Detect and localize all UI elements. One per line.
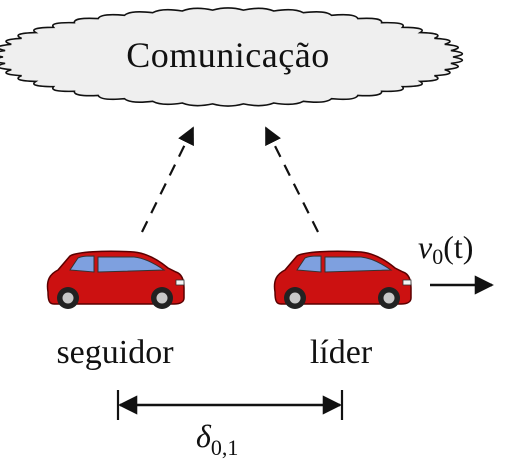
follower-label: seguidor [56,334,174,371]
car-hub-front [156,292,168,304]
follower-link-arrow [141,126,194,233]
distance-symbol: δ [196,418,212,454]
velocity-subscript: 0 [432,244,443,269]
communication-cloud: Comunicação [0,7,464,107]
car-window-rear [69,255,95,273]
car-window-rear [296,255,322,273]
car-window-front [97,256,166,273]
car-hub-front [383,292,395,304]
car-headlight [175,279,185,286]
follower-car-icon [46,250,185,309]
cloud-shape-icon [0,7,464,107]
car-window-front [324,256,393,273]
car-headlight [402,279,412,286]
velocity-argument: (t) [443,229,473,265]
communication-links [141,126,319,233]
leader-velocity: v0(t) [418,229,494,295]
car-hub-rear [289,292,301,304]
distance-subscript: 0,1 [211,435,239,460]
distance-label: δ0,1 [196,418,238,460]
velocity-symbol: v [418,229,433,265]
car-hub-rear [62,292,74,304]
velocity-label: v0(t) [418,229,473,269]
cloud-label: Comunicação [126,35,329,75]
leader-link-arrow [265,126,319,233]
leader-car-icon [273,250,412,309]
leader-label: líder [310,334,373,371]
distance-dimension: δ0,1 [116,390,344,460]
